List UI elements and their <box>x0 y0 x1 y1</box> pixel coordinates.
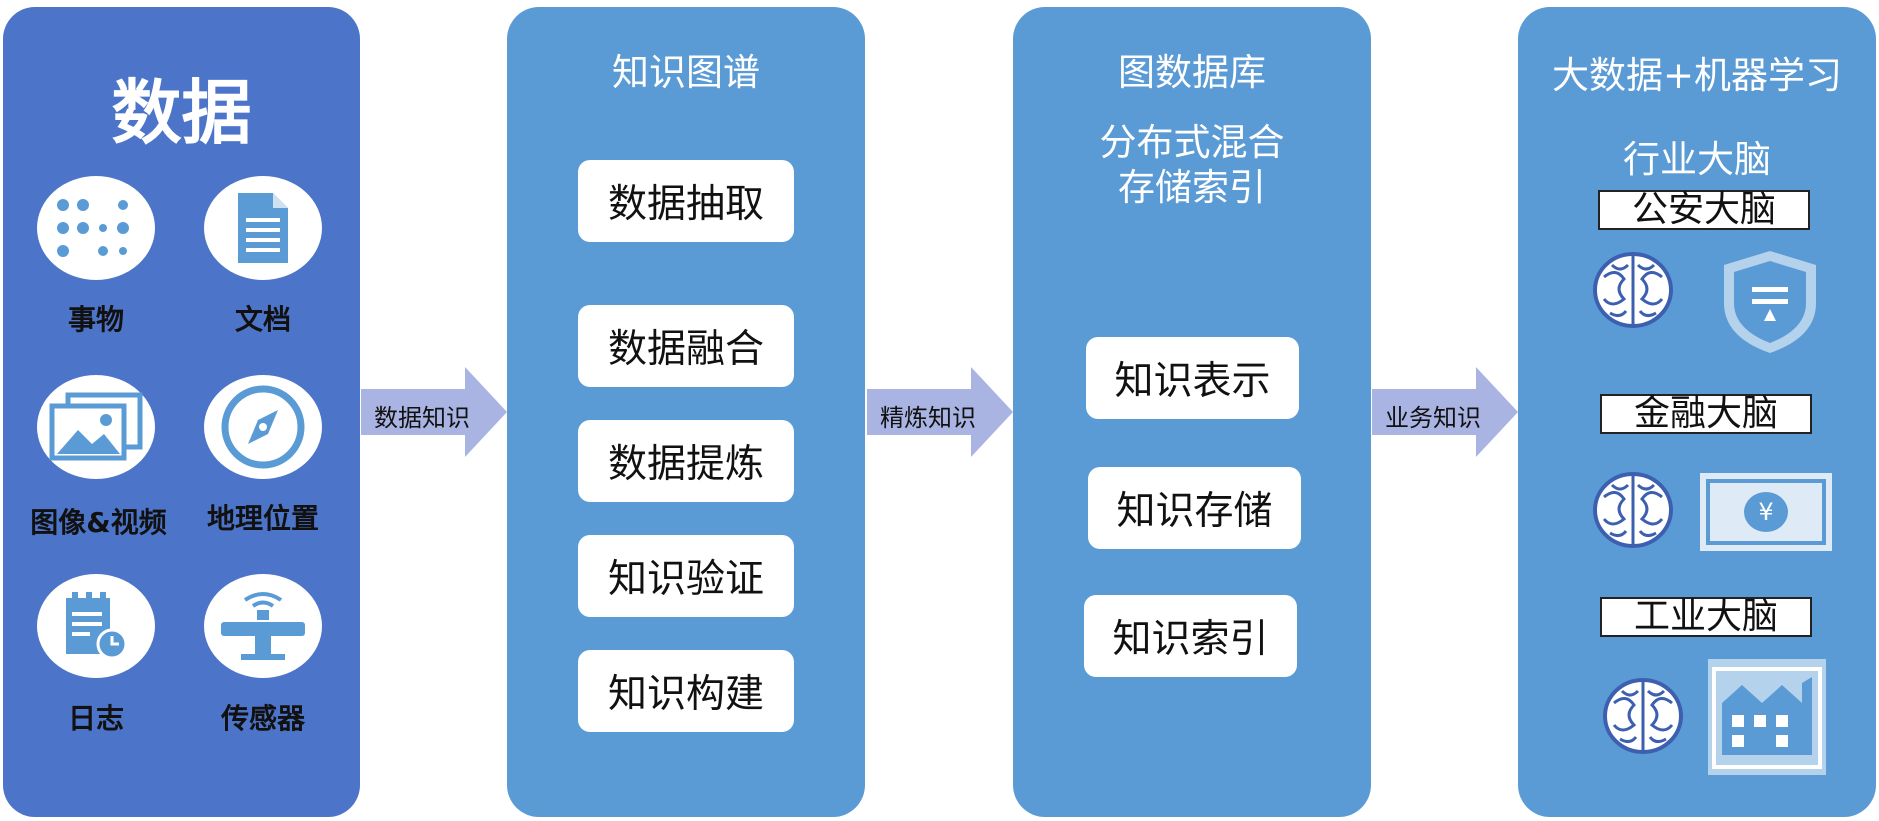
arrow-label-refined-knowledge: 精炼知识 <box>880 404 976 432</box>
ml-panel-title: 大数据+机器学习 <box>1551 54 1842 97</box>
item-label-image-video: 图像&视频 <box>30 506 167 539</box>
compass-icon <box>204 375 322 479</box>
log-icon <box>37 574 155 678</box>
data-panel: 数据 事物 文档 <box>3 7 360 817</box>
item-label-things: 事物 <box>67 303 124 336</box>
kg-step-build: 知识构建 <box>578 650 794 732</box>
brain-icon <box>1603 678 1683 754</box>
item-label-documents: 文档 <box>234 303 291 336</box>
factory-icon <box>1708 659 1826 775</box>
ml-panel-subtitle: 行业大脑 <box>1623 138 1771 181</box>
ml-panel: 大数据+机器学习 行业大脑 公安大脑 金融大脑 ¥ 工业大脑 <box>1518 7 1876 817</box>
image-icon <box>37 375 155 479</box>
item-label-logs: 日志 <box>67 702 124 735</box>
brain-label-police: 公安大脑 <box>1598 190 1810 230</box>
graphdb-panel-title: 图数据库 <box>1118 51 1266 94</box>
graphdb-step-represent: 知识表示 <box>1086 337 1299 419</box>
kg-step-refine: 数据提炼 <box>578 420 794 502</box>
graphdb-subtitle-line2: 存储索引 <box>1118 166 1266 209</box>
brain-icon <box>1593 252 1673 328</box>
svg-text:¥: ¥ <box>1758 498 1773 526</box>
arrow-data-knowledge <box>361 367 507 457</box>
sensor-icon <box>204 574 322 678</box>
brain-label-finance: 金融大脑 <box>1600 394 1812 434</box>
arrow-refined-knowledge <box>867 367 1013 457</box>
kg-step-verify: 知识验证 <box>578 535 794 617</box>
graph-database-panel: 图数据库 分布式混合 存储索引 知识表示 知识存储 知识索引 <box>1013 7 1371 817</box>
document-icon <box>204 176 322 280</box>
data-panel-title: 数据 <box>111 72 252 154</box>
kg-step-extract: 数据抽取 <box>578 160 794 242</box>
kg-step-fuse: 数据融合 <box>578 305 794 387</box>
kg-panel-title: 知识图谱 <box>612 51 760 94</box>
knowledge-graph-panel: 知识图谱 数据抽取 数据融合 数据提炼 知识验证 知识构建 <box>507 7 865 817</box>
brain-icon <box>1593 472 1673 548</box>
item-label-sensors: 传感器 <box>220 702 305 735</box>
banknote-icon: ¥ <box>1700 473 1832 551</box>
dots-icon <box>37 176 155 280</box>
graphdb-step-store: 知识存储 <box>1088 467 1301 549</box>
brain-label-industry: 工业大脑 <box>1600 597 1812 637</box>
graphdb-subtitle-line1: 分布式混合 <box>1099 121 1285 164</box>
item-label-location: 地理位置 <box>206 502 319 535</box>
graphdb-step-index: 知识索引 <box>1084 595 1297 677</box>
police-shield-icon <box>1724 251 1816 353</box>
arrow-label-data-knowledge: 数据知识 <box>374 404 470 432</box>
arrow-label-business-knowledge: 业务知识 <box>1385 404 1481 432</box>
arrow-business-knowledge <box>1372 367 1518 457</box>
